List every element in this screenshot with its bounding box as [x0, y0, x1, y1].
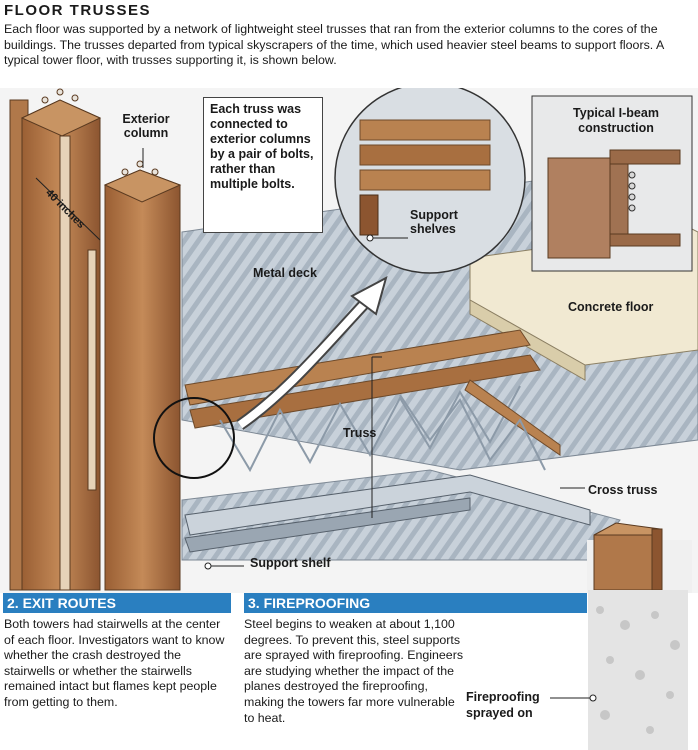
exterior-columns — [9, 88, 182, 591]
exit-routes-body: Both towers had stairwells at the center… — [4, 617, 225, 709]
ibeam-label: Typical I-beam construction — [573, 106, 659, 135]
exit-routes-heading: 2. EXIT ROUTES — [3, 593, 231, 613]
fireproofing-body: Steel begins to weaken at about 1,100 de… — [244, 617, 464, 725]
page-title: FLOOR TRUSSES — [4, 2, 152, 19]
metal-deck-label: Metal deck — [253, 266, 317, 280]
support-shelves-label: Support shelves — [410, 208, 458, 236]
fireproofing-heading: 3. FIREPROOFING — [244, 593, 587, 613]
support-shelf-label: Support shelf — [250, 556, 331, 570]
ibeam-inset — [531, 95, 693, 272]
cross-truss-label: Cross truss — [588, 483, 658, 497]
forty-inch-dimension-line — [35, 177, 101, 241]
floor-truss-illustration — [0, 88, 698, 593]
fireproofed-column — [588, 522, 688, 750]
fireproofing-leader — [550, 694, 597, 702]
intro-text: Each floor was supported by a network of… — [4, 22, 664, 67]
truss-label: Truss — [343, 426, 377, 440]
fireproofing-label: Fireproofing sprayed on — [466, 690, 540, 720]
bolt-callout: Each truss was connected to exterior col… — [203, 97, 323, 233]
exterior-column-label: Exterior column — [122, 112, 170, 140]
connection-highlight — [153, 397, 235, 479]
concrete-floor-label: Concrete floor — [568, 300, 654, 314]
truss-structure — [184, 329, 591, 553]
magnified-detail — [334, 88, 526, 274]
